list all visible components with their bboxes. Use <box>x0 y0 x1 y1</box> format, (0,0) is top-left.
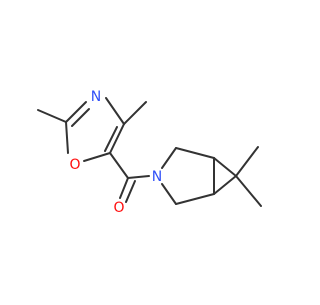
atom-label-oxygen-ring: O <box>69 157 80 173</box>
bond-n3-c4 <box>105 97 125 125</box>
bond-c1-c6 <box>213 157 237 177</box>
bond-c4-methyl <box>123 101 147 125</box>
bond-c6-methyl-top <box>235 146 259 177</box>
bond-o1-c2 <box>65 121 69 154</box>
bond-carbonyl-n <box>127 175 150 179</box>
bond-ch2-top-c1 <box>175 147 215 159</box>
bond-c2-n3-double <box>71 108 90 127</box>
atom-label-carbonyl-oxygen: O <box>113 200 124 216</box>
bond-carbonyl-o <box>119 177 129 199</box>
bond-layer <box>37 97 262 207</box>
bond-c5-carbonyl <box>109 152 129 179</box>
bond-c2-methyl <box>37 109 67 123</box>
bond-n-ch2-top <box>161 147 177 169</box>
bond-c4-c5-double <box>104 126 118 152</box>
atom-label-nitrogen-ring: N <box>91 89 101 105</box>
bond-c5-o1 <box>83 152 111 162</box>
bond-c6-methyl-bottom <box>235 175 262 207</box>
molecule-canvas: N O O N <box>37 89 262 216</box>
bond-c5-c6 <box>213 175 237 195</box>
bond-c2-n3 <box>65 101 87 123</box>
structure-diagram: N O O N <box>37 89 262 216</box>
bond-ch2-bottom-n <box>161 183 177 205</box>
bond-carbonyl-o-double <box>125 180 136 203</box>
bond-c5-ch2-bottom <box>175 193 215 205</box>
atom-label-amine-nitrogen: N <box>152 169 162 185</box>
bond-c4-c5 <box>109 123 125 154</box>
